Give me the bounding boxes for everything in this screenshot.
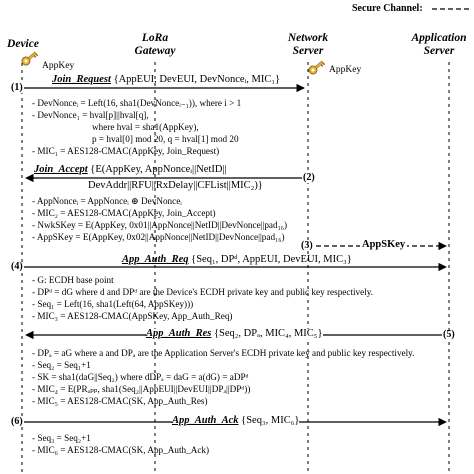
note-mic5: - MIC₅ = AES128-CMAC(SK, App_Auth_Res) xyxy=(32,396,208,406)
join-request-params: {AppEUI, DevEUI, DevNonceᵢ, MIC₁} xyxy=(110,74,281,85)
join-request-name: Join_Request xyxy=(52,74,111,85)
ns-appkey-label: AppKey xyxy=(329,65,362,75)
header-application-server-line1: Application xyxy=(411,32,467,44)
note-appskey: - AppSKey = E(AppKey, 0x02||AppNonce||Ne… xyxy=(32,232,285,242)
note-nwkskey: - NwkSKey = E(AppKey, 0x01||AppNonce||Ne… xyxy=(32,220,288,230)
note-seq2: - Seq₂ = Seq₁+1 xyxy=(32,360,91,370)
header-gateway-line1: LoRa xyxy=(141,32,169,44)
app-auth-req-message: App_Auth_Req {Seq₁, DPᵈ, AppEUI, DevEUI,… xyxy=(122,254,352,266)
join-request-message: Join_Request {AppEUI, DevEUI, DevNonceᵢ,… xyxy=(52,74,281,86)
note-mic4: - MIC₄ = E(PRₐₚₚ, sha1(Seq₂||AppEUI||Dev… xyxy=(32,384,251,394)
header-application-server-line2: Server xyxy=(423,45,455,57)
note-hval-def: where hval = sha1(AppKey), xyxy=(92,122,199,132)
app-auth-res-name: App_Auth_Res xyxy=(146,328,212,339)
note-devnonce-1: - DevNonce₁ = hval[p]||hval[q], xyxy=(32,110,149,120)
app-auth-req-params: {Seq₁, DPᵈ, AppEUI, DevEUI, MIC₃} xyxy=(188,254,352,265)
join-accept-message: Join_Accept {E(AppKey, AppNonceᵢ||NetID|… xyxy=(34,164,227,176)
app-auth-res-message: App_Auth_Res {Seq₂, DPₐ, MIC₄, MIC₅} xyxy=(146,328,323,340)
join-accept-line2: DevAddr||RFU||RxDelay||CFList||MIC₂)} xyxy=(88,180,263,191)
note-mic3: - MIC₃ = AES128-CMAC(AppSKey, App_Auth_R… xyxy=(32,311,233,321)
note-devnonce-i: - DevNonceᵢ = Left(16, sha1(DevNonceᵢ₋₁)… xyxy=(32,98,242,108)
note-seq1: - Seq₁ = Left(16, sha1(Left(64, AppSKey)… xyxy=(32,299,194,309)
step-5-label: (5) xyxy=(442,329,456,340)
header-network-server-line1: Network xyxy=(287,32,329,44)
app-auth-req-name: App_Auth_Req xyxy=(122,254,189,265)
note-mic6: - MIC₆ = AES128-CMAC(SK, App_Auth_Ack) xyxy=(32,445,210,455)
note-dpa: - DPₐ = aG where a and DPₐ are the Appli… xyxy=(32,348,415,358)
header-device: Device xyxy=(7,38,39,50)
note-mic2: - MIC₂ = AES128-CMAC(AppKey, Join_Accept… xyxy=(32,208,216,218)
legend-label: Secure Channel: xyxy=(352,3,423,14)
appskey-channel-label: AppSKey xyxy=(360,239,408,251)
step-1-label: (1) xyxy=(10,82,24,93)
note-dpd: - DPᵈ = dG where d and DPᵈ are the Devic… xyxy=(32,287,374,297)
note-sk: - SK = sha1(daG||Seq₂) where dDPₐ = daG … xyxy=(32,372,249,382)
join-accept-line1: {E(AppKey, AppNonceᵢ||NetID|| xyxy=(87,164,227,175)
note-mic1: - MIC₁ = AES128-CMAC(AppKey, Join_Reques… xyxy=(32,146,220,156)
app-auth-ack-params: {Seq₃, MIC₆} xyxy=(238,415,300,426)
join-accept-name: Join_Accept xyxy=(34,164,88,175)
app-auth-ack-name: App_Auth_Ack xyxy=(172,415,239,426)
note-appnonce: - AppNonceᵢ = AppNonceᵢ ⊕ DevNonceᵢ xyxy=(32,196,182,206)
step-2-label: (2) xyxy=(302,172,316,183)
header-gateway-line2: Gateway xyxy=(134,45,176,57)
step-4-label: (4) xyxy=(10,261,24,272)
note-pq-def: p = hval[0] mod 20, q = hval[1] mod 20 xyxy=(92,134,239,144)
key-icon xyxy=(21,51,39,66)
step-6-label: (6) xyxy=(10,416,24,427)
step-3-label: (3) xyxy=(300,240,314,251)
key-icon xyxy=(308,60,326,75)
note-seq3: - Seq₃ = Seq₂+1 xyxy=(32,433,91,443)
app-auth-res-params: {Seq₂, DPₐ, MIC₄, MIC₅} xyxy=(211,328,323,339)
device-appkey-label: AppKey xyxy=(42,61,75,71)
header-network-server-line2: Server xyxy=(292,45,324,57)
app-auth-ack-message: App_Auth_Ack {Seq₃, MIC₆} xyxy=(172,415,300,427)
note-ecdh-base: - G: ECDH base point xyxy=(32,275,114,285)
